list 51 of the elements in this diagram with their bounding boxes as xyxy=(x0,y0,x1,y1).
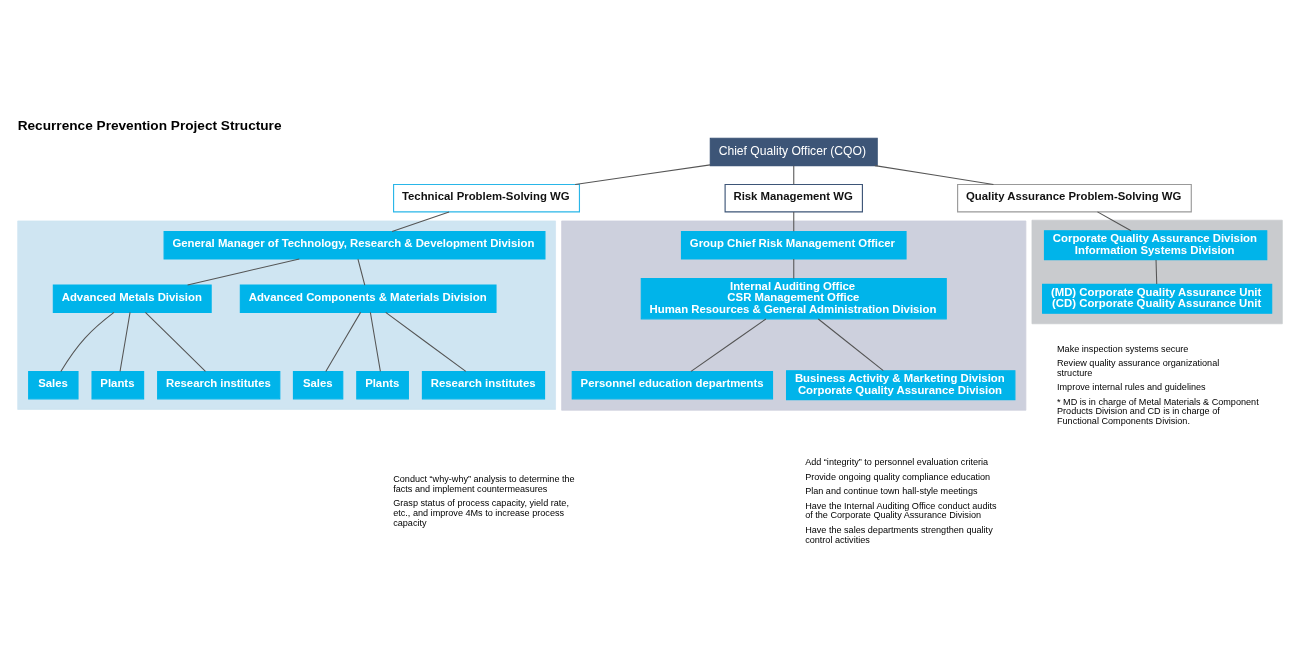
node-box: Internal Auditing Office CSR Management Office Human Resources & General Administration Division xyxy=(640,278,947,320)
node-box: Research institutes xyxy=(421,371,546,400)
connector xyxy=(793,211,795,232)
connector xyxy=(369,311,381,372)
node-box: Group Chief Risk Management Officer xyxy=(680,231,907,260)
connector xyxy=(1096,211,1132,232)
connector xyxy=(793,165,795,185)
connector xyxy=(793,258,795,280)
node-label: Have the Internal Auditing Office conduct audits of the Corporate Quality Assurance Division xyxy=(805,500,997,521)
connector xyxy=(325,311,362,372)
node-box: Plants xyxy=(91,371,145,400)
cluster xyxy=(17,220,556,410)
connector xyxy=(690,318,767,372)
connector xyxy=(357,258,366,286)
cluster xyxy=(561,220,1027,411)
node-box: Advanced Components & Materials Division xyxy=(239,284,497,313)
node-label: Make inspection systems secure xyxy=(1057,343,1189,354)
node-box: Corporate Quality Assurance Division Information Systems Division xyxy=(1043,230,1268,261)
node-label: Conduct “why-why” analysis to determine the facts and implement countermeasures xyxy=(393,474,575,494)
node-box: Plants xyxy=(356,371,409,400)
connector xyxy=(817,318,884,372)
node-box: Research institutes xyxy=(157,371,281,400)
node-label: Provide ongoing quality compliance education xyxy=(805,471,991,482)
connector xyxy=(60,311,115,372)
node-label: Add “integrity” to personnel evaluation criteria xyxy=(805,457,989,468)
node-box: Advanced Metals Division xyxy=(52,284,212,313)
connector xyxy=(144,311,206,372)
connector xyxy=(574,164,711,186)
connector xyxy=(1155,259,1158,285)
connector xyxy=(874,165,994,186)
connector xyxy=(385,311,467,372)
connector xyxy=(187,258,300,286)
node-label: * MD is in charge of Metal Materials & Component Products Division and CD is in charge of Functional Components Division. xyxy=(1057,396,1259,427)
node-label: Grasp status of process capacity, yield rate, etc., and improve 4Ms to increase process capacity xyxy=(393,498,569,529)
node-box: Risk Management WG xyxy=(724,184,863,213)
node-box: (MD) Corporate Quality Assurance Unit (CD) Corporate Quality Assurance Unit xyxy=(1042,283,1273,314)
node-box: Technical Problem-Solving WG xyxy=(393,184,581,213)
node-box: Business Activity & Marketing Division Corporate Quality Assurance Division xyxy=(785,370,1016,401)
node-label: Plan and continue town hall-style meetings xyxy=(805,486,978,497)
node-box: Quality Assurance Problem-Solving WG xyxy=(957,184,1192,213)
node-box: General Manager of Technology, Research & Development Division xyxy=(163,231,546,260)
node-label: Improve internal rules and guidelines xyxy=(1057,382,1206,393)
node-label: Have the sales departments strengthen quality control activities xyxy=(805,524,993,545)
node-box: Sales xyxy=(28,371,79,400)
cluster xyxy=(1031,219,1283,325)
node-box: Personnel education departments xyxy=(571,371,774,400)
node-box: Sales xyxy=(292,371,344,400)
diagram-title: Recurrence Prevention Project Structure xyxy=(17,118,282,134)
node-label: Review quality assurance organizational structure xyxy=(1057,357,1220,378)
connector xyxy=(119,311,131,372)
node-box: Chief Quality Officer (CQO) xyxy=(709,137,878,167)
